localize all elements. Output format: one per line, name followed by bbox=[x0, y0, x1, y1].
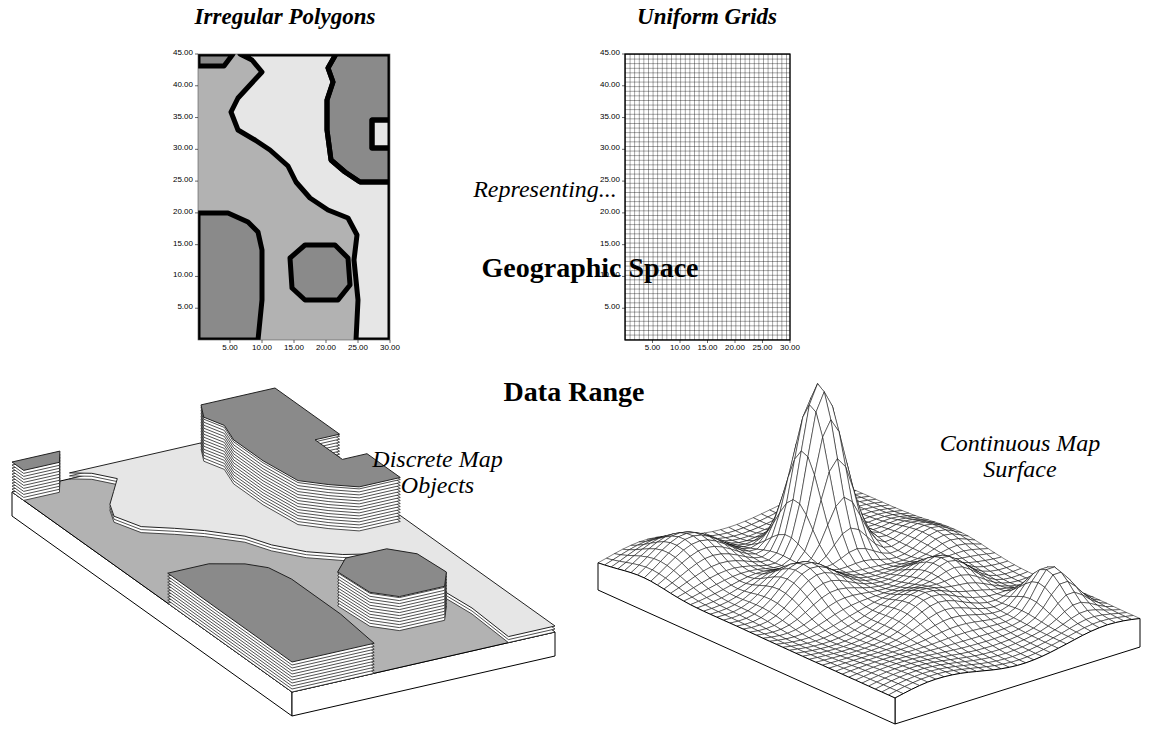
map-frame bbox=[198, 54, 390, 340]
region-border bbox=[372, 120, 390, 148]
tick-mark bbox=[622, 149, 625, 150]
tick-mark bbox=[622, 117, 625, 118]
axis-value: 40.00 bbox=[580, 81, 620, 90]
tick-mark bbox=[790, 340, 791, 343]
tick-mark bbox=[622, 212, 625, 213]
axis-value: 25.00 bbox=[153, 176, 193, 185]
block-top bbox=[12, 451, 60, 470]
axis-value: 15.00 bbox=[153, 240, 193, 249]
region-border bbox=[231, 54, 390, 340]
axis-value: 5.00 bbox=[153, 303, 193, 312]
tick-mark bbox=[622, 244, 625, 245]
region-fill bbox=[198, 213, 262, 340]
axis-value: 10.00 bbox=[660, 344, 700, 353]
tick-mark bbox=[707, 340, 708, 343]
surface-side bbox=[598, 563, 895, 724]
continuous-3d-surface bbox=[598, 384, 1140, 724]
tick-mark bbox=[294, 340, 295, 343]
axis-value: 15.00 bbox=[580, 240, 620, 249]
axis-value: 15.00 bbox=[688, 344, 728, 353]
axis-value: 5.00 bbox=[580, 303, 620, 312]
region-fill bbox=[327, 54, 390, 182]
region-border bbox=[198, 213, 262, 340]
tick-mark bbox=[195, 117, 198, 118]
tick-mark bbox=[652, 340, 653, 343]
block-layer bbox=[338, 550, 447, 598]
tick-mark bbox=[195, 308, 198, 309]
axis-ticks bbox=[195, 54, 790, 343]
tick-mark bbox=[195, 181, 198, 182]
heading-text: Uniform Grids bbox=[637, 4, 777, 29]
tick-mark bbox=[195, 85, 198, 86]
axis-value: 45.00 bbox=[580, 49, 620, 58]
tick-mark bbox=[622, 54, 625, 55]
tick-mark bbox=[390, 340, 391, 343]
axis-value: 30.00 bbox=[770, 344, 810, 353]
tick-mark bbox=[762, 340, 763, 343]
surface-side bbox=[895, 619, 1140, 725]
polygon-map bbox=[198, 54, 390, 340]
axis-value: 10.00 bbox=[242, 344, 282, 353]
tick-mark bbox=[622, 308, 625, 309]
region-fill bbox=[290, 245, 350, 300]
axis-value: 35.00 bbox=[580, 113, 620, 122]
heading-text: Geographic Space bbox=[482, 253, 699, 284]
tick-mark bbox=[195, 54, 198, 55]
axis-value: 20.00 bbox=[715, 344, 755, 353]
discrete-3d-objects bbox=[12, 388, 555, 716]
tick-mark bbox=[358, 340, 359, 343]
axis-value: 40.00 bbox=[153, 81, 193, 90]
tick-mark bbox=[230, 340, 231, 343]
axis-value: 30.00 bbox=[370, 344, 410, 353]
tick-mark bbox=[262, 340, 263, 343]
block-top bbox=[338, 549, 447, 597]
region-fill bbox=[372, 120, 390, 148]
heading-text: Irregular Polygons bbox=[195, 4, 376, 29]
heading-text: Representing... bbox=[473, 176, 617, 202]
axis-value: 25.00 bbox=[743, 344, 783, 353]
tick-mark bbox=[195, 212, 198, 213]
block-top bbox=[201, 388, 400, 487]
axis-value: 20.00 bbox=[580, 208, 620, 217]
polygon-regions bbox=[198, 54, 390, 340]
tick-mark bbox=[735, 340, 736, 343]
tick-mark bbox=[622, 85, 625, 86]
region-border bbox=[198, 54, 233, 66]
region-fill bbox=[198, 54, 233, 66]
region-fill bbox=[198, 54, 390, 340]
heading-text: Continuous Map Surface bbox=[925, 430, 1115, 483]
axis-value: 30.00 bbox=[153, 144, 193, 153]
tick-mark bbox=[622, 181, 625, 182]
axis-value: 10.00 bbox=[153, 271, 193, 280]
heading-text: Discrete Map Objects bbox=[350, 446, 525, 499]
grid-map bbox=[625, 54, 790, 340]
axis-value: 35.00 bbox=[153, 113, 193, 122]
axis-value: 20.00 bbox=[153, 208, 193, 217]
region-border bbox=[327, 54, 390, 182]
block-top bbox=[168, 564, 375, 662]
axis-value: 30.00 bbox=[580, 144, 620, 153]
axis-value: 25.00 bbox=[338, 344, 378, 353]
tick-mark bbox=[195, 244, 198, 245]
axis-value: 20.00 bbox=[306, 344, 346, 353]
region-border bbox=[290, 245, 350, 300]
tick-mark bbox=[680, 340, 681, 343]
axis-value: 5.00 bbox=[210, 344, 250, 353]
axis-value: 15.00 bbox=[274, 344, 314, 353]
axis-value: 5.00 bbox=[633, 344, 673, 353]
tick-mark bbox=[195, 276, 198, 277]
tick-mark bbox=[195, 149, 198, 150]
axis-value: 45.00 bbox=[153, 49, 193, 58]
heading-text: Data Range bbox=[504, 377, 645, 408]
tick-mark bbox=[326, 340, 327, 343]
